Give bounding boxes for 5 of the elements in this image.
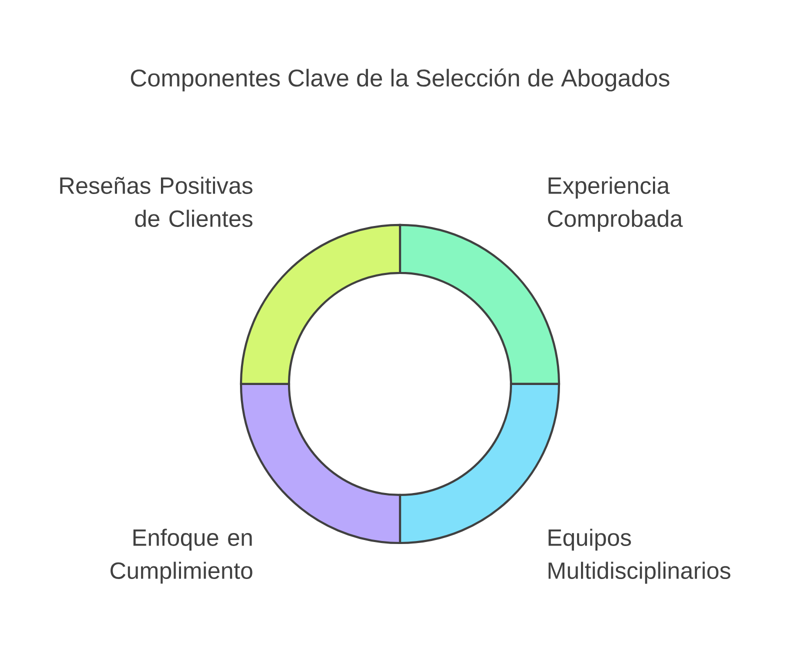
segment-label: Equipos Multidisciplinarios xyxy=(548,528,730,584)
segment-label: Experiencia Comprobada xyxy=(548,176,683,232)
title: Componentes Clave de la Selección de Abogados xyxy=(130,68,670,92)
segment-label: Enfoque en Cumplimiento xyxy=(110,528,252,584)
segment-label: Reseñas Positivas de Clientes xyxy=(60,176,252,227)
